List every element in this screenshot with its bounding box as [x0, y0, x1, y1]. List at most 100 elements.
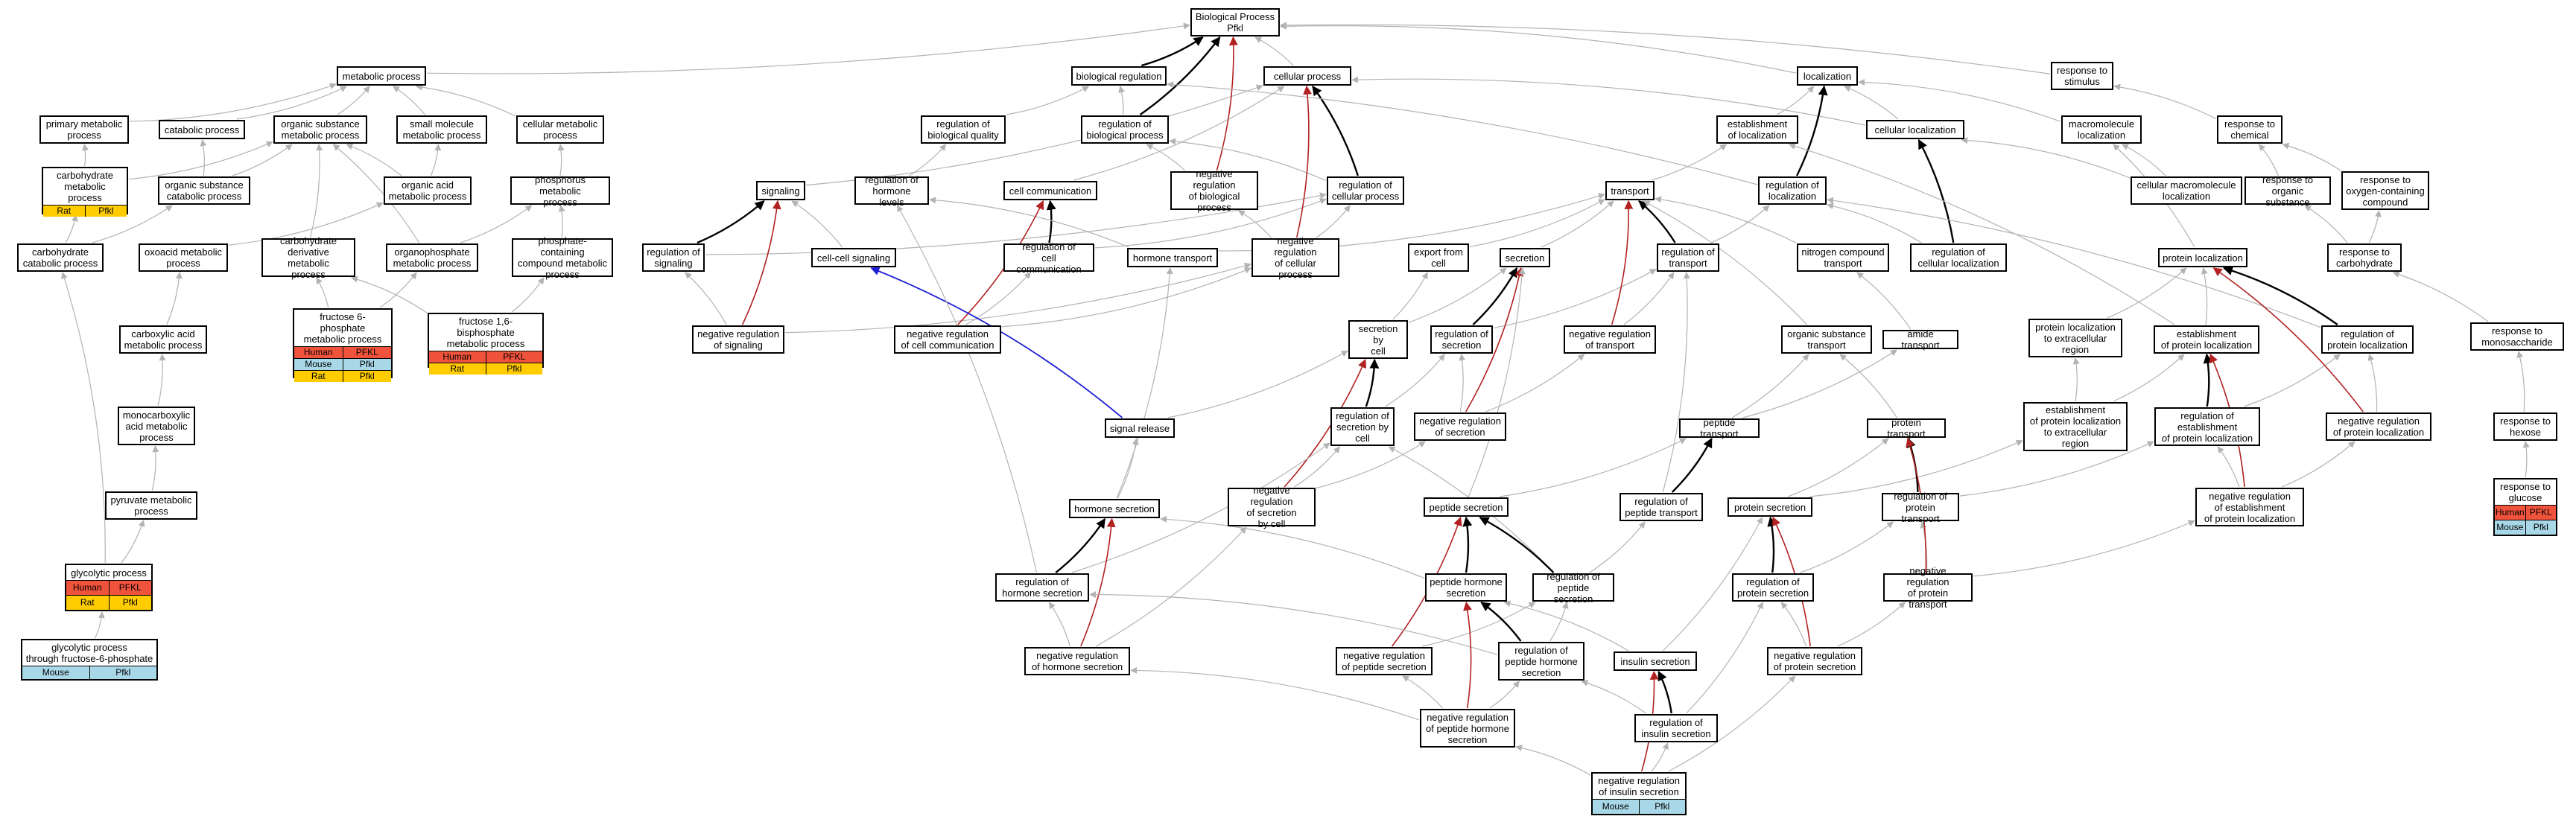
go-term-node[interactable]: protein secretion	[1728, 497, 1812, 517]
go-term-node[interactable]: phosphate-containing compound metabolic …	[512, 235, 613, 280]
go-term-node[interactable]: cell-cell signaling	[811, 248, 896, 267]
go-term-node[interactable]: signal release	[1105, 418, 1175, 438]
go-term-node[interactable]: regulation of signaling	[642, 243, 705, 272]
go-term-node[interactable]: phosphorus metabolic process	[510, 174, 610, 208]
go-term-node[interactable]: export from cell	[1408, 243, 1469, 272]
go-term-node[interactable]: cellular localization	[1866, 120, 1964, 139]
go-term-node[interactable]: regulation of cellular localization	[1910, 243, 2007, 272]
go-term-node[interactable]: signaling	[756, 181, 805, 200]
go-term-node[interactable]: establishment of protein localization to…	[2023, 402, 2128, 451]
go-term-node[interactable]: oxoacid metabolic process	[139, 243, 228, 272]
go-term-node[interactable]: secretion	[1500, 248, 1550, 267]
go-term-node[interactable]: negative regulation of hormone secretion	[1024, 647, 1130, 675]
is-a-edge	[2107, 267, 2187, 319]
go-term-node[interactable]: response to chemical	[2217, 115, 2282, 144]
go-term-node[interactable]: peptide secretion	[1424, 497, 1509, 517]
go-term-node[interactable]: organic substance metabolic process	[273, 115, 367, 144]
go-term-node[interactable]: establishment of protein localization	[2154, 325, 2259, 354]
go-term-node[interactable]: transport	[1605, 181, 1655, 200]
go-term-node[interactable]: Biological Process Pfkl	[1190, 8, 1280, 36]
go-term-node[interactable]: cell communication	[1003, 181, 1097, 200]
go-term-node[interactable]: negative regulation of signaling	[692, 325, 784, 354]
go-term-label: regulation of secretion	[1435, 328, 1488, 351]
go-term-node[interactable]: response to monosaccharide	[2470, 322, 2564, 351]
go-term-node[interactable]: negative regulation of protein transport	[1883, 565, 1973, 610]
go-term-node[interactable]: organic acid metabolic process	[384, 176, 472, 205]
go-term-node[interactable]: organic substance transport	[1781, 325, 1872, 354]
go-term-node[interactable]: organic substance catabolic process	[158, 176, 250, 205]
go-term-node[interactable]: cellular metabolic process	[516, 115, 604, 144]
go-term-node[interactable]: catabolic process	[159, 120, 245, 139]
go-term-node[interactable]: hormone transport	[1127, 248, 1218, 267]
go-term-node[interactable]: regulation of secretion by cell	[1330, 407, 1395, 446]
go-term-node[interactable]: regulation of establishment of protein l…	[2154, 407, 2260, 446]
go-term-node[interactable]: macromolecule localization	[2061, 115, 2142, 144]
go-term-node[interactable]: protein localization	[2158, 248, 2247, 267]
go-term-node[interactable]: peptide hormone secretion	[1425, 573, 1507, 602]
go-term-node[interactable]: negative regulation of establishment of …	[2195, 488, 2304, 526]
go-term-node[interactable]: cellular macromolecule localization	[2131, 176, 2242, 205]
go-term-node[interactable]: organophosphate metabolic process	[386, 243, 478, 272]
go-term-node[interactable]: negative regulation of peptide secretion	[1336, 647, 1433, 675]
go-term-node[interactable]: carboxylic acid metabolic process	[119, 325, 207, 354]
go-term-node[interactable]: regulation of peptide transport	[1619, 493, 1703, 521]
go-term-node[interactable]: negative regulation of biological proces…	[1170, 168, 1258, 213]
go-term-node[interactable]: negative regulation of peptide hormone s…	[1420, 709, 1515, 748]
go-term-node[interactable]: amide transport	[1882, 328, 1958, 351]
go-term-node[interactable]: regulation of cell communication	[1003, 241, 1094, 275]
go-term-node[interactable]: monocarboxylic acid metabolic process	[118, 407, 195, 445]
go-term-node[interactable]: localization	[1797, 66, 1858, 86]
go-term-node[interactable]: regulation of hormone levels	[854, 174, 929, 208]
is-a-edge	[2368, 210, 2382, 243]
go-term-node[interactable]: negative regulation of protein secretion	[1767, 647, 1862, 675]
go-term-node[interactable]: protein localization to extracellular re…	[2028, 319, 2122, 357]
go-term-node[interactable]: insulin secretion	[1614, 651, 1697, 671]
is-a-edge	[1787, 438, 1889, 497]
go-term-node[interactable]: regulation of peptide hormone secretion	[1498, 642, 1584, 681]
go-term-node[interactable]: cellular process	[1263, 66, 1351, 86]
go-term-node[interactable]: carbohydrate catabolic process	[17, 243, 104, 272]
go-term-node[interactable]: secretion by cell	[1348, 320, 1408, 359]
go-term-node[interactable]: small molecule metabolic process	[396, 115, 487, 144]
go-term-node[interactable]: nitrogen compound transport	[1797, 243, 1889, 272]
go-term-node[interactable]: response to organic substance	[2245, 174, 2331, 208]
go-term-node[interactable]: peptide transport	[1679, 417, 1760, 439]
go-term-node[interactable]: regulation of cellular process	[1327, 176, 1404, 205]
go-term-node[interactable]: regulation of localization	[1758, 176, 1827, 205]
go-term-node[interactable]: primary metabolic process	[39, 115, 129, 144]
go-term-node[interactable]: biological regulation	[1071, 66, 1167, 86]
go-term-node[interactable]: regulation of transport	[1657, 243, 1719, 272]
go-term-node[interactable]: metabolic process	[337, 66, 426, 86]
go-term-node[interactable]: establishment of localization	[1716, 115, 1798, 144]
go-term-node[interactable]: pyruvate metabolic process	[105, 491, 197, 520]
go-term-node[interactable]: negative regulation of transport	[1564, 325, 1656, 354]
go-term-node[interactable]: regulation of peptide secretion	[1532, 571, 1614, 605]
go-term-node[interactable]: negative regulation of secretion	[1414, 412, 1506, 441]
go-term-node[interactable]: regulation of protein localization	[2321, 325, 2414, 354]
go-term-node[interactable]: response to stimulus	[2051, 62, 2113, 90]
go-term-node[interactable]: regulation of protein transport	[1882, 491, 1959, 524]
go-term-node[interactable]: negative regulation of cellular process	[1251, 235, 1339, 280]
go-term-node[interactable]: regulation of secretion	[1430, 325, 1493, 354]
go-term-node[interactable]: negative regulation of cell communicatio…	[894, 325, 1001, 354]
go-term-node[interactable]: fructose 1,6-bisphosphate metabolic proc…	[428, 313, 544, 375]
go-term-node[interactable]: hormone secretion	[1069, 499, 1160, 518]
go-term-node[interactable]: regulation of biological process	[1081, 115, 1169, 144]
go-term-node[interactable]: response to hexose	[2493, 412, 2557, 441]
go-term-node[interactable]: regulation of biological quality	[921, 115, 1006, 144]
go-term-node[interactable]: protein transport	[1867, 417, 1946, 439]
go-term-node[interactable]: response to carbohydrate	[2327, 243, 2402, 272]
go-term-node[interactable]: negative regulation of protein localizat…	[2326, 412, 2431, 441]
go-term-node[interactable]: regulation of insulin secretion	[1634, 714, 1718, 742]
go-term-node[interactable]: response to oxygen-containing compound	[2341, 171, 2429, 210]
go-term-node[interactable]: regulation of hormone secretion	[995, 573, 1089, 602]
go-term-node[interactable]: glycolytic process through fructose-6-ph…	[21, 639, 158, 681]
go-term-node[interactable]: regulation of protein secretion	[1732, 573, 1814, 602]
go-term-node[interactable]: carbohydrate derivative metabolic proces…	[261, 235, 355, 280]
go-term-node[interactable]: negative regulation of insulin secretion…	[1591, 772, 1687, 815]
go-term-node[interactable]: negative regulation of secretion by cell	[1228, 485, 1316, 529]
